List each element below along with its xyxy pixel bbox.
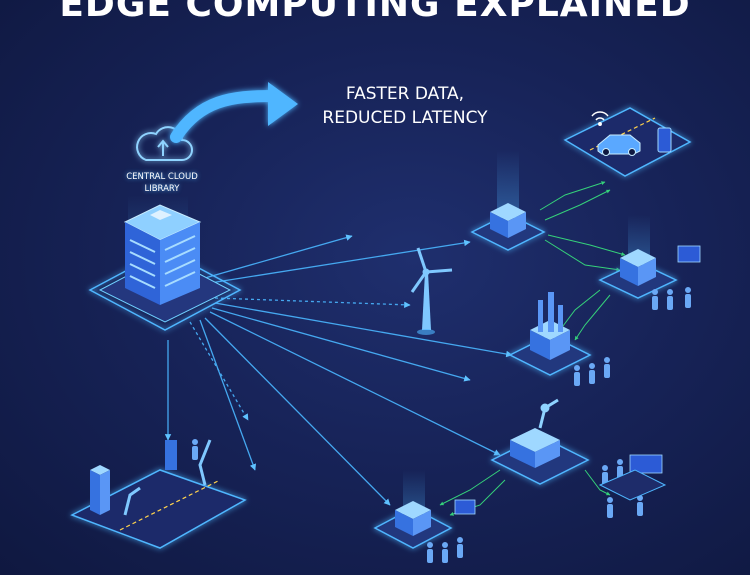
tagline-line-1: FASTER DATA, — [345, 84, 465, 104]
edge-node-top — [470, 150, 546, 251]
central-cloud-label-line-2: LIBRARY — [144, 184, 180, 194]
factory-icon — [530, 292, 570, 360]
arrow-icon — [170, 82, 298, 143]
diagram-title: EDGE COMPUTING EXPLAINED — [59, 0, 691, 25]
central-cloud-label: CENTRAL CLOUD LIBRARY — [112, 171, 212, 195]
cloud-connection-lines — [164, 234, 513, 506]
tagline: FASTER DATA, REDUCED LATENCY — [300, 82, 510, 130]
robot-arm-icon — [538, 398, 559, 429]
wifi-icon — [591, 111, 609, 126]
edge-node-factory — [508, 292, 592, 376]
edge-node-bottom — [373, 470, 476, 549]
central-cloud-label-line-1: CENTRAL CLOUD — [126, 172, 198, 182]
wind-turbine-icon — [410, 247, 453, 335]
dashboard-screen — [629, 454, 663, 474]
people-icon — [192, 287, 691, 563]
car-icon — [597, 134, 641, 156]
connected-car-module — [563, 107, 692, 177]
edge-node-robot-factory — [490, 398, 590, 485]
tagline-line-2: REDUCED LATENCY — [322, 108, 488, 128]
edge-node-right — [598, 215, 701, 299]
industrial-platform — [70, 439, 247, 549]
cloud-upload-icon — [136, 126, 193, 161]
phone-icon — [657, 127, 672, 153]
central-cloud-server — [88, 195, 242, 331]
edge-links-green — [439, 181, 626, 516]
server-rack-icon — [90, 465, 110, 515]
meeting-table — [598, 469, 667, 501]
